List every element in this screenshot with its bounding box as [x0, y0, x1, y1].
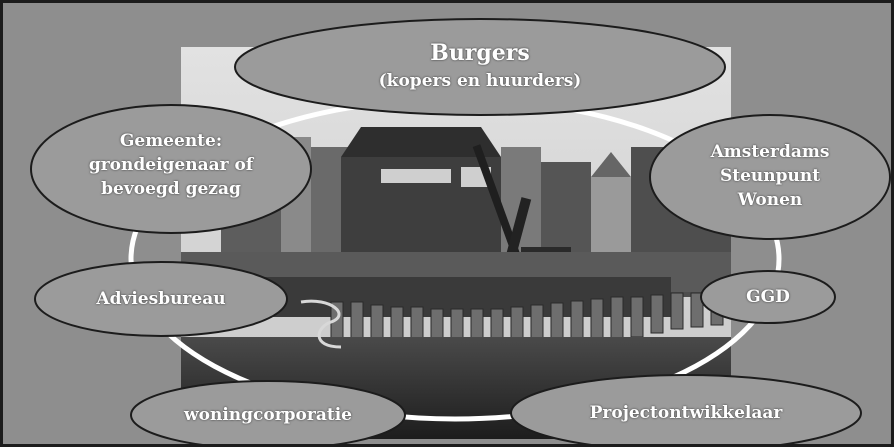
burgers-node — [234, 18, 726, 116]
gemeente-node — [30, 104, 312, 234]
ggd-node — [700, 270, 836, 324]
adviesbureau-node — [34, 261, 288, 337]
steunpunt-node — [649, 114, 891, 240]
steunpunt-label: Amsterdams Steunpunt Wonen — [710, 142, 830, 210]
burgers-title: Burgers — [430, 40, 530, 66]
gemeente-label: Gemeente: grondeigenaar of bevoegd gezag — [88, 131, 254, 199]
projectontwikkelaar-node — [510, 374, 862, 444]
woningcorporatie-label: woningcorporatie — [183, 405, 352, 425]
projectontwikkelaar-label: Projectontwikkelaar — [589, 403, 783, 423]
ggd-label: GGD — [746, 287, 790, 307]
woningcorporatie-node — [130, 380, 406, 444]
burgers-subtitle: (kopers en huurders) — [378, 71, 582, 91]
stakeholder-diagram — [30, 18, 891, 444]
adviesbureau-label: Adviesbureau — [96, 289, 226, 309]
